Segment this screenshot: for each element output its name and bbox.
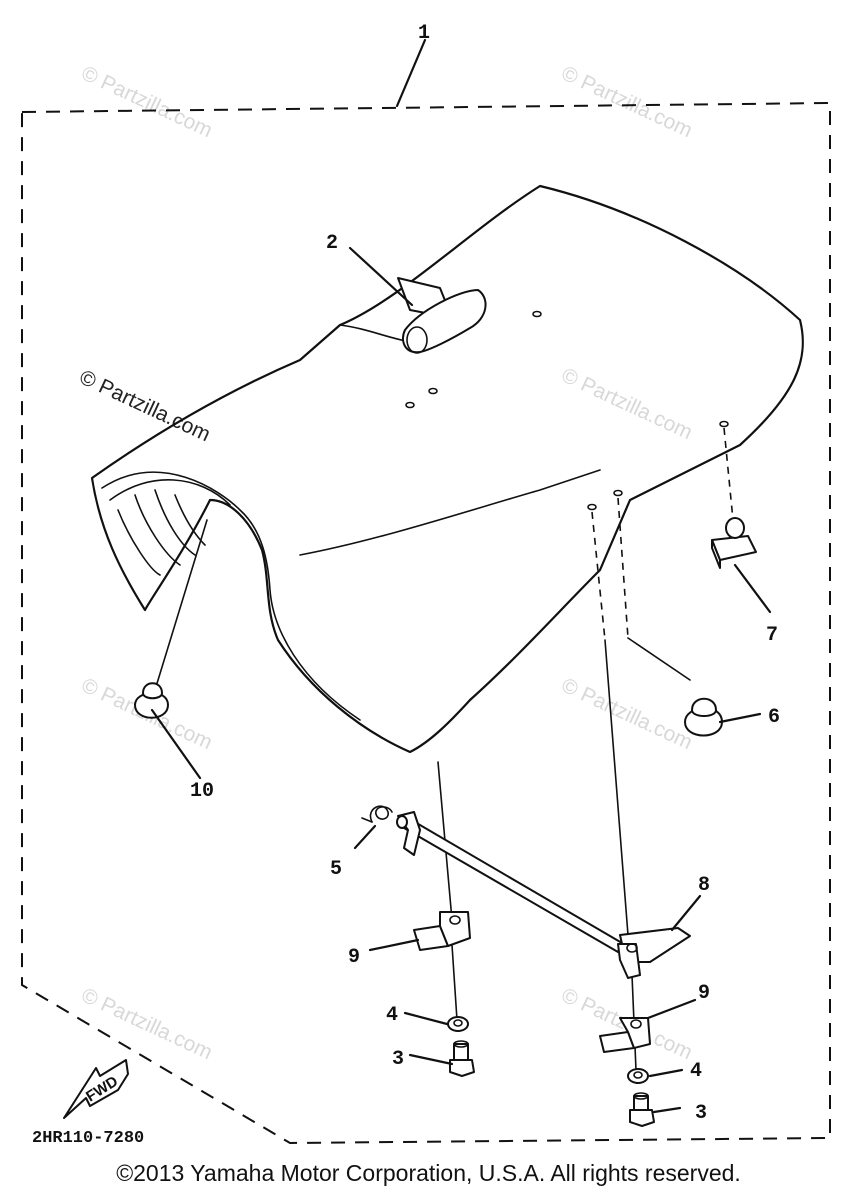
callout-4-left: 4 xyxy=(386,1004,398,1027)
seat-pan-rib xyxy=(117,509,161,576)
part-10-damper xyxy=(134,682,169,719)
callout-3-left: 3 xyxy=(392,1048,404,1071)
leader-7 xyxy=(733,563,772,614)
axis-8-lower xyxy=(604,639,629,936)
leader-2 xyxy=(348,246,414,307)
part-7-clip-nut xyxy=(711,517,757,569)
callout-4-right: 4 xyxy=(690,1060,702,1083)
seat-pan-rib xyxy=(174,494,206,546)
part-2-strap xyxy=(397,277,487,354)
part-5-spring xyxy=(361,805,393,823)
leader-4-right xyxy=(648,1068,684,1078)
seat-pan-rib xyxy=(134,494,181,566)
hole xyxy=(587,503,597,511)
watermark-dark: © Partzilla.com xyxy=(76,366,214,447)
callout-5: 5 xyxy=(330,858,342,881)
callout-7: 7 xyxy=(766,624,778,647)
watermark: © Partzilla.com xyxy=(558,364,696,445)
seat-pan-rib xyxy=(154,489,196,556)
part-8-lock-rod xyxy=(396,811,691,979)
assembly-boundary xyxy=(21,101,831,1145)
part-4-washer-left xyxy=(447,1016,469,1032)
axis-8 xyxy=(591,511,606,641)
watermark: © Partzilla.com xyxy=(558,674,696,755)
callout-6: 6 xyxy=(768,706,780,729)
hole xyxy=(613,489,623,497)
seat-rim xyxy=(101,471,361,721)
part-3-bolt-left xyxy=(449,1040,475,1077)
hole xyxy=(719,420,729,428)
part-6-damper xyxy=(684,697,723,737)
watermark: © Partzilla.com xyxy=(78,984,216,1065)
copyright-notice: ©2013 Yamaha Motor Corporation, U.S.A. A… xyxy=(116,1160,741,1186)
leader-9-right xyxy=(646,998,697,1020)
diagram-code: 2HR110-7280 xyxy=(32,1129,144,1148)
leader-3-right xyxy=(652,1106,682,1114)
leader-3-left xyxy=(408,1053,454,1066)
part-9-bracket-left xyxy=(413,911,471,951)
leader-6 xyxy=(718,712,762,724)
axis-6-bend xyxy=(627,637,691,681)
seat-inner-edge xyxy=(109,479,231,506)
fwd-arrow: FWD xyxy=(63,1059,129,1119)
axis-7 xyxy=(723,427,734,521)
callout-2: 2 xyxy=(326,232,338,255)
hole xyxy=(405,401,415,409)
seat-outline xyxy=(90,184,804,754)
axis-6 xyxy=(617,497,629,639)
part-4-washer-right xyxy=(627,1068,649,1084)
callout-9-left: 9 xyxy=(348,946,360,969)
leader-4-left xyxy=(403,1011,449,1026)
seat-side-line xyxy=(299,469,601,556)
watermark: © Partzilla.com xyxy=(558,62,696,143)
part-3-bolt-right xyxy=(629,1092,655,1127)
hole xyxy=(428,387,438,395)
strap-roll xyxy=(401,289,487,354)
leader-10 xyxy=(150,708,202,780)
callout-3-right: 3 xyxy=(695,1102,707,1125)
callout-9-right: 9 xyxy=(698,982,710,1005)
leader-8 xyxy=(670,894,702,932)
callout-8: 8 xyxy=(698,874,710,897)
leader-5 xyxy=(353,824,377,850)
axis-9-left-lower xyxy=(451,944,458,1021)
strap-end xyxy=(406,326,428,354)
hole xyxy=(532,310,542,318)
callout-1: 1 xyxy=(418,22,430,45)
leader-1 xyxy=(395,38,427,108)
leader-9-left xyxy=(368,938,420,952)
callout-10: 10 xyxy=(190,780,214,803)
seat xyxy=(90,184,804,754)
axis-10 xyxy=(154,519,208,691)
watermark: © Partzilla.com xyxy=(78,62,216,143)
part-9-bracket-right xyxy=(599,1017,651,1053)
